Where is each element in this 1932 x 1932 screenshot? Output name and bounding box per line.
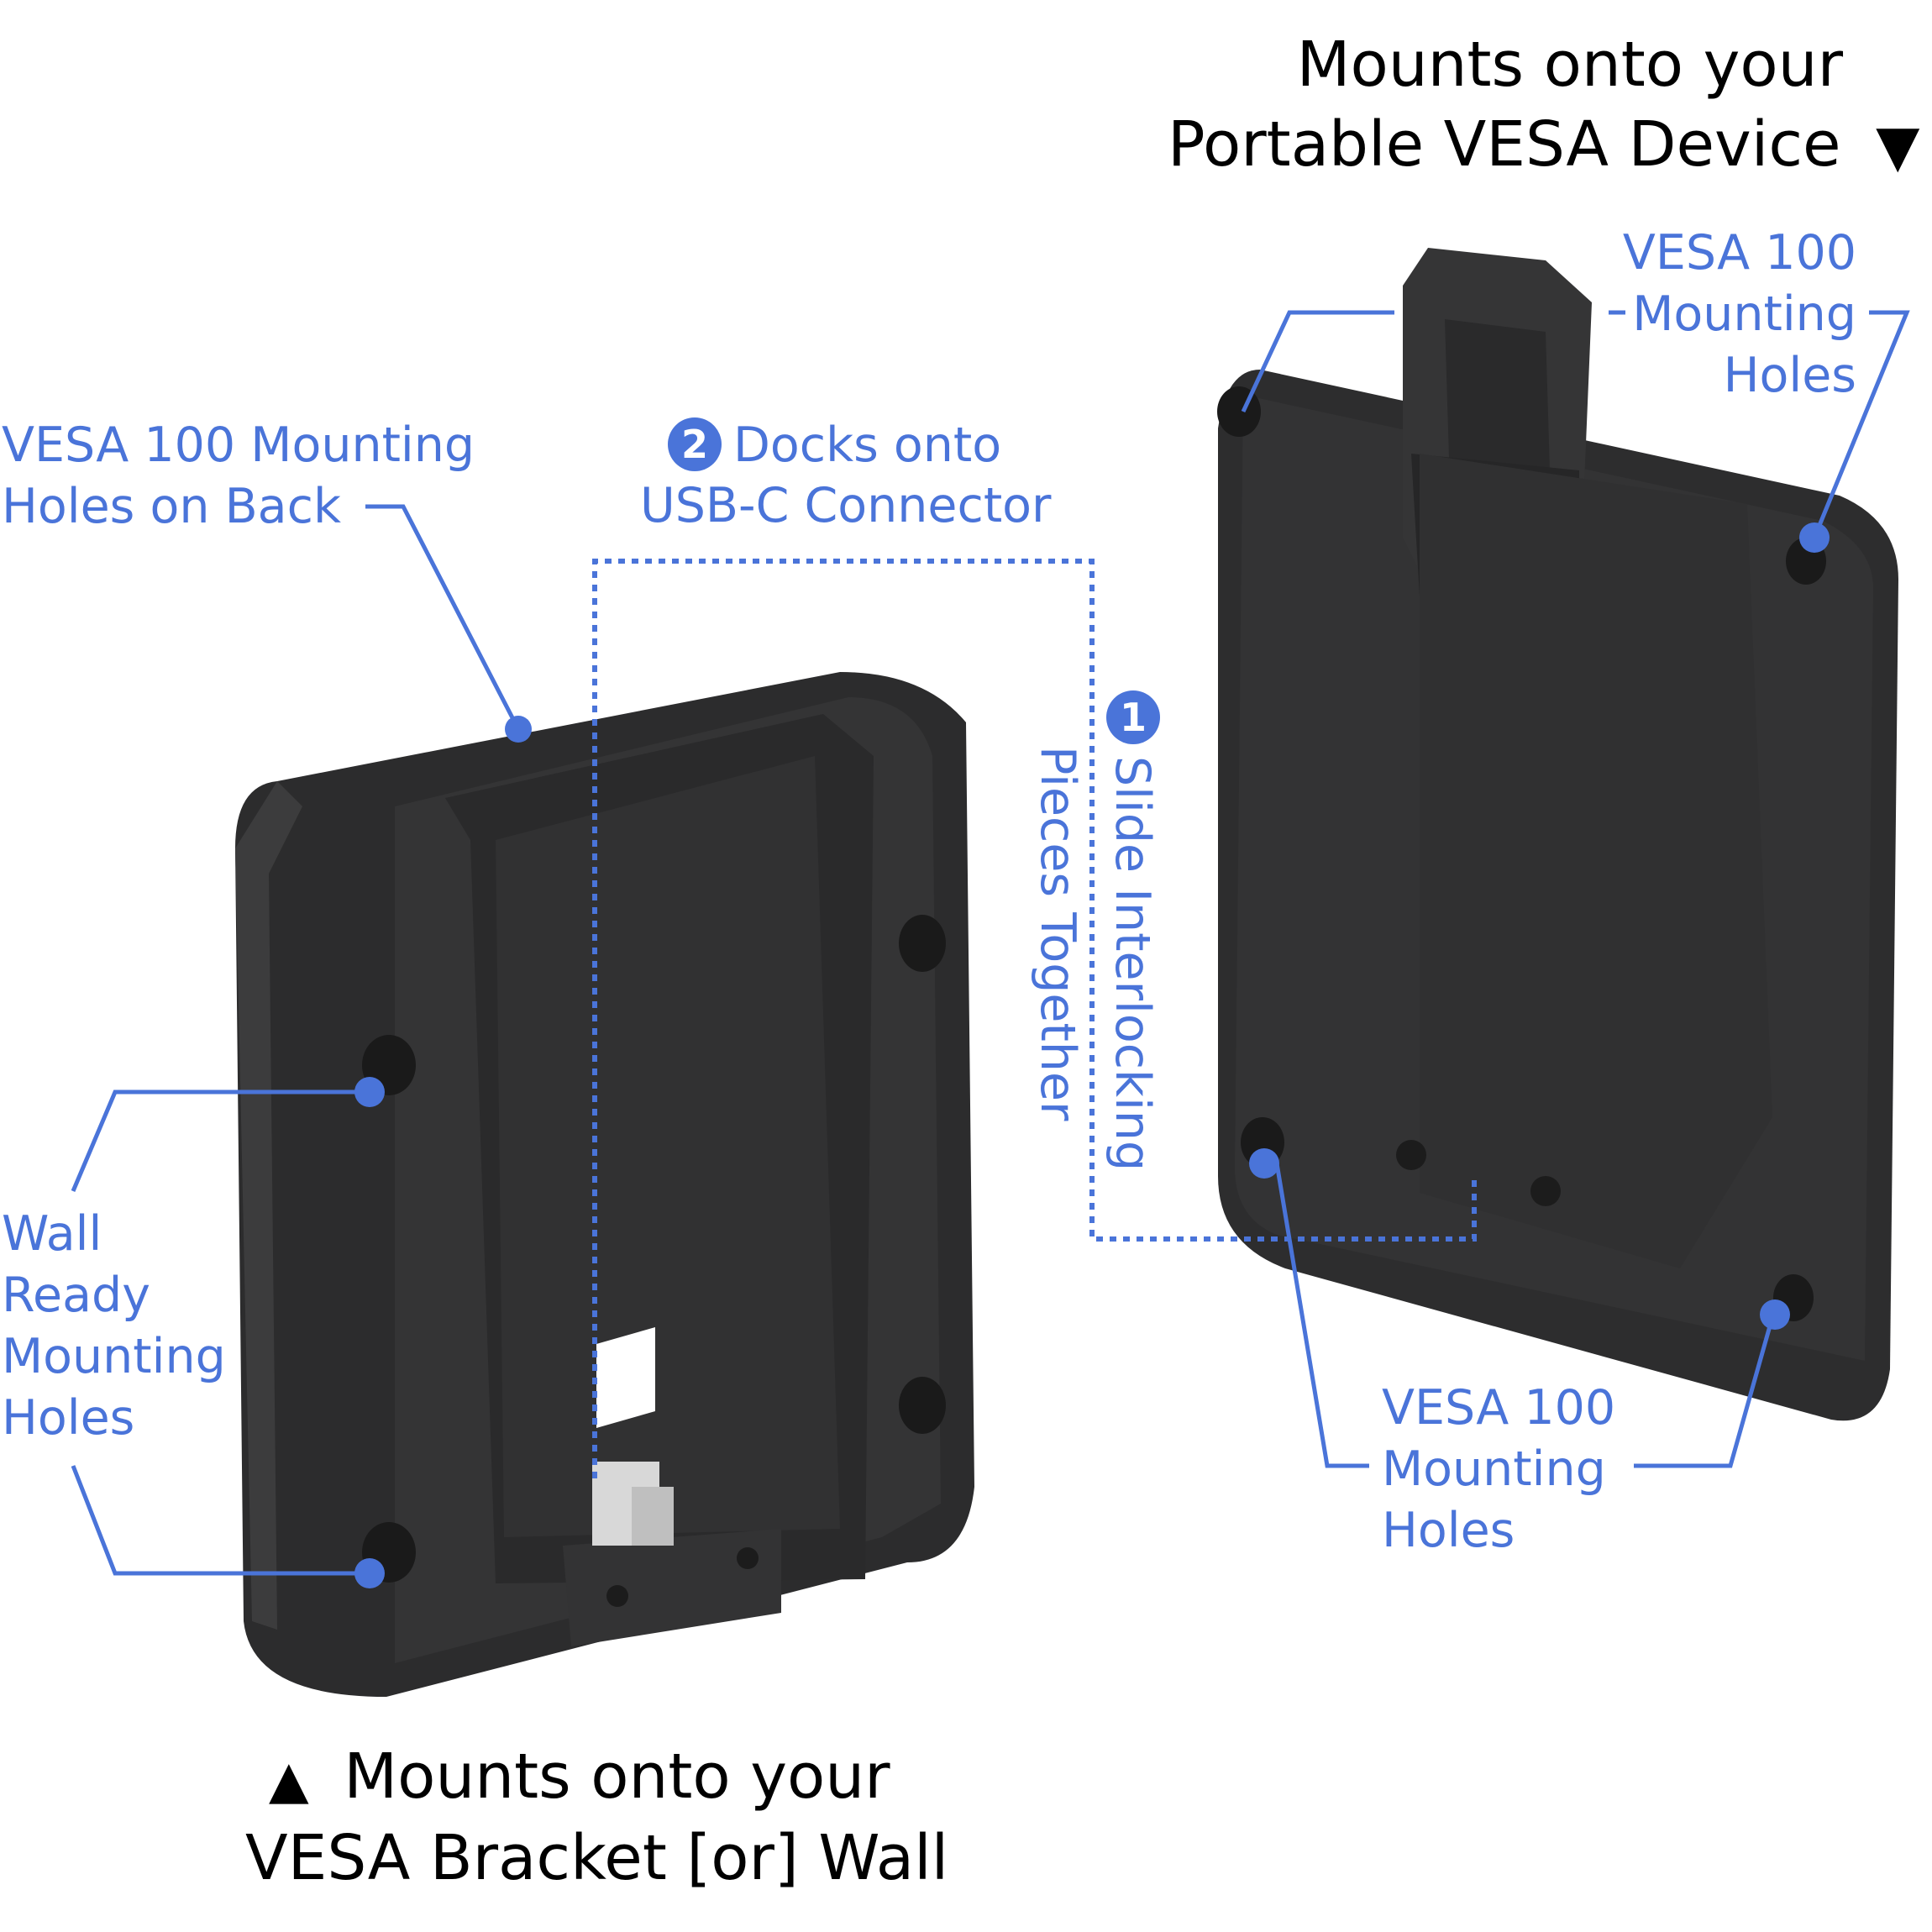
screw-icon	[1530, 1176, 1561, 1206]
label-wall-holes-line1: Wall	[2, 1206, 102, 1262]
label-slide-line1: Slide Interlocking	[1105, 756, 1160, 1172]
label-back-holes-line2: Holes on Back	[2, 479, 341, 534]
label-dock-line2: USB-C Connector	[640, 478, 1052, 533]
number-1-badge: 1	[1106, 690, 1160, 744]
screw-icon	[737, 1547, 759, 1569]
mounting-hole	[899, 915, 946, 972]
mounting-hole	[1217, 386, 1261, 437]
label-wall-holes-line2: Ready	[2, 1268, 150, 1323]
top-heading-line2: Portable VESA Device	[1168, 108, 1841, 181]
screw-icon	[1396, 1140, 1426, 1170]
triangle-down-icon: ▼	[1876, 113, 1920, 180]
label-back-holes-line1: VESA 100 Mounting	[2, 417, 475, 473]
label-vesa-top-right-line3: Holes	[1723, 348, 1856, 403]
triangle-up-icon: ▲	[269, 1749, 309, 1810]
dock-path	[592, 559, 1477, 1478]
label-vesa-bottom-right-line1: VESA 100	[1382, 1380, 1616, 1436]
wall-plate	[235, 672, 974, 1697]
label-vesa-bottom-right-line2: Mounting	[1382, 1441, 1606, 1497]
screw-icon	[606, 1585, 628, 1607]
label-dock-line1: Docks onto	[733, 417, 1002, 473]
top-heading-line2-wrap: Portable VESA Device ▼	[1168, 105, 1919, 186]
label-wall-holes-line3: Mounting	[2, 1329, 226, 1384]
callout-lines	[71, 310, 1910, 1576]
number-2-badge: 2	[668, 417, 722, 471]
top-heading-line1: Mounts onto your	[1296, 29, 1843, 101]
label-vesa-top-right-line2: Mounting	[1632, 286, 1856, 342]
bottom-heading-line1-wrap: ▲ Mounts onto your	[269, 1737, 890, 1819]
bottom-heading-line2: VESA Bracket [or] Wall	[245, 1822, 949, 1894]
top-heading: Mounts onto your	[1297, 25, 1843, 104]
label-wall-holes: Wall Ready Mounting Holes	[2, 1204, 226, 1449]
device-plate	[1217, 248, 1898, 1421]
callout-dots	[354, 522, 1830, 1588]
label-slide-line1-wrap: 1Slide Interlocking	[1101, 690, 1163, 1171]
label-vesa-bottom-right-line3: Holes	[1382, 1503, 1515, 1558]
label-vesa-top-right-line1: VESA 100	[1622, 225, 1856, 281]
label-back-holes: VESA 100 Mounting Holes on Back	[2, 415, 475, 538]
label-vesa-bottom-right: VESA 100 Mounting Holes	[1382, 1378, 1615, 1562]
label-vesa-top-right: VESA 100 Mounting Holes	[1623, 223, 1856, 407]
mounting-hole	[899, 1377, 946, 1434]
label-slide-line2: Pieces Together	[1030, 746, 1085, 1121]
label-wall-holes-line4: Holes	[2, 1390, 135, 1446]
bottom-heading-line1: Mounts onto your	[344, 1740, 890, 1813]
